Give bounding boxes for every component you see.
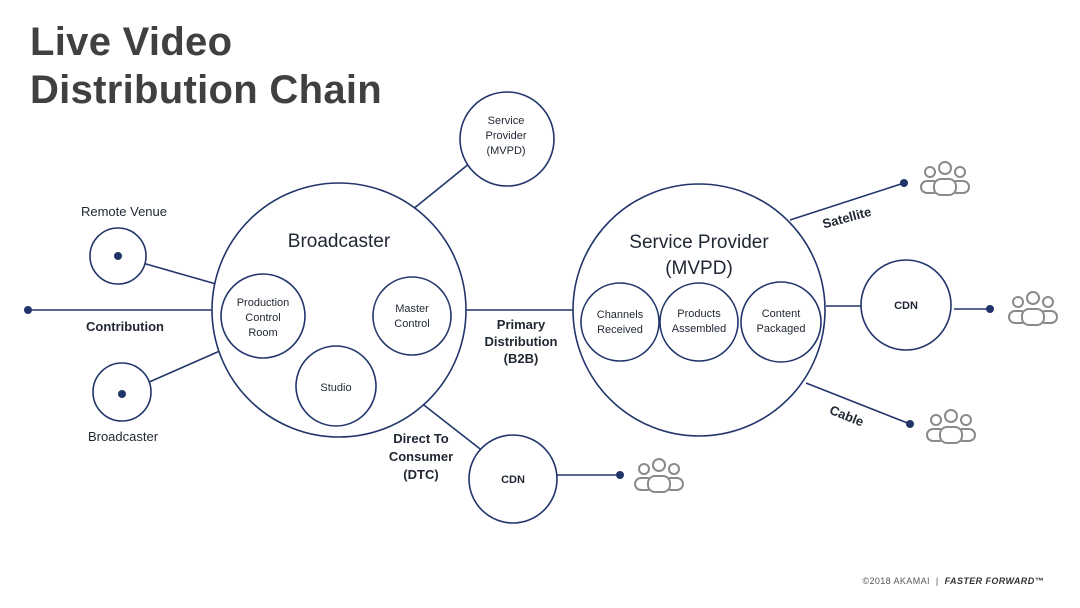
primary-label-line3: (B2B) bbox=[504, 351, 539, 366]
channels-label-line2: Received bbox=[597, 324, 643, 336]
content-label-line2: Packaged bbox=[757, 323, 806, 335]
audience-icon bbox=[1008, 291, 1058, 326]
studio-circle bbox=[295, 345, 377, 427]
primary-label-line1: Primary bbox=[497, 317, 546, 332]
top-service-provider-circle bbox=[459, 91, 555, 187]
top-provider-label-line2: Provider bbox=[486, 130, 527, 142]
dtc-label-line1: Direct To bbox=[393, 431, 448, 446]
channels-label-line1: Channels bbox=[597, 309, 644, 321]
cdn-right-circle bbox=[860, 259, 952, 351]
cdn-bottom-label: CDN bbox=[501, 474, 525, 486]
title-line-1: Live Video bbox=[30, 20, 233, 64]
remote-venue-dot bbox=[114, 252, 122, 260]
master-label-line2: Control bbox=[394, 318, 429, 330]
dtc-label-line2: Consumer bbox=[389, 449, 453, 464]
studio-label: Studio bbox=[320, 382, 351, 394]
master-label-line1: Master bbox=[395, 303, 429, 315]
remote-venue-label: Remote Venue bbox=[81, 204, 167, 219]
cdn-right-label: CDN bbox=[894, 300, 918, 312]
cable-endpoint-dot bbox=[906, 420, 914, 428]
cable-label: Cable bbox=[827, 402, 865, 429]
contribution-label: Contribution bbox=[86, 319, 164, 334]
footer-tagline: FASTER FORWARD™ bbox=[944, 576, 1044, 586]
broadcaster-label: Broadcaster bbox=[288, 231, 391, 252]
service-provider-label-line1: Service Provider bbox=[629, 232, 769, 253]
production-label-line3: Room bbox=[248, 327, 277, 339]
dtc-label-line3: (DTC) bbox=[403, 467, 438, 482]
satellite-line bbox=[789, 182, 905, 221]
cdn-bottom-circle bbox=[468, 434, 558, 524]
title-line-2: Distribution Chain bbox=[30, 68, 383, 112]
production-label-line2: Control bbox=[245, 312, 280, 324]
dtc-line bbox=[419, 401, 485, 453]
production-label-line1: Production bbox=[237, 297, 290, 309]
master-control-circle bbox=[372, 276, 452, 356]
diagram-title: Live Video Distribution Chain bbox=[30, 18, 382, 114]
top-provider-link bbox=[411, 162, 471, 211]
contribution-endpoint-dot bbox=[24, 306, 32, 314]
service-provider-label-line2: (MVPD) bbox=[665, 258, 733, 279]
small-broadcaster-dot bbox=[118, 390, 126, 398]
cdn-bottom-endpoint-dot bbox=[616, 471, 624, 479]
products-label-line2: Assembled bbox=[672, 323, 726, 335]
channels-received-circle bbox=[580, 282, 660, 362]
footer: ©2018 AKAMAI | FASTER FORWARD™ bbox=[862, 576, 1044, 586]
primary-label-line2: Distribution bbox=[485, 334, 558, 349]
production-control-circle bbox=[220, 273, 306, 359]
audience-icon bbox=[634, 458, 684, 493]
footer-separator: | bbox=[935, 576, 939, 586]
top-provider-label-line1: Service bbox=[488, 115, 525, 127]
audience-icon bbox=[920, 161, 970, 196]
satellite-endpoint-dot bbox=[900, 179, 908, 187]
audience-icon bbox=[926, 409, 976, 444]
products-assembled-circle bbox=[659, 282, 739, 362]
broadcaster-circle bbox=[211, 182, 467, 438]
content-label-line1: Content bbox=[762, 308, 801, 320]
copyright-text: ©2018 AKAMAI bbox=[862, 576, 930, 586]
products-label-line1: Products bbox=[677, 308, 721, 320]
cable-line bbox=[805, 382, 911, 425]
content-packaged-circle bbox=[740, 281, 822, 363]
cdn-right-endpoint-dot bbox=[986, 305, 994, 313]
small-broadcaster-label: Broadcaster bbox=[88, 429, 159, 444]
top-provider-label-line3: (MVPD) bbox=[486, 145, 525, 157]
